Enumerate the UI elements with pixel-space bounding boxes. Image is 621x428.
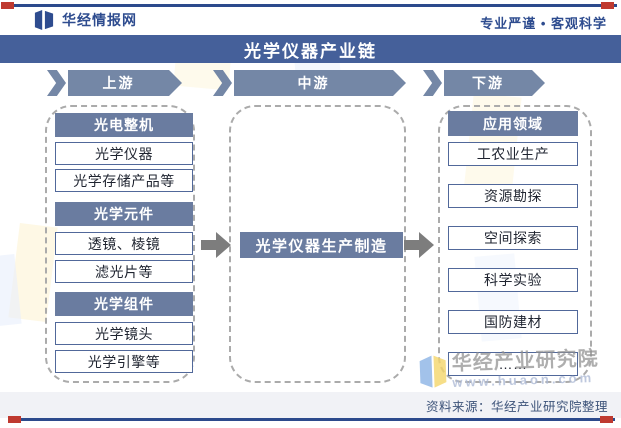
list-item: 国防建材 <box>448 310 578 334</box>
flow-arrow-icon <box>404 232 434 258</box>
flow-arrow-icon <box>201 232 231 258</box>
upstream-list: 光电整机 光学仪器 光学存储产品等 光学元件 透镜、棱镜 滤光片等 光学组件 光… <box>55 113 193 373</box>
bottom-border-line <box>8 418 615 421</box>
stage-banner-downstream: 下游 <box>423 70 545 96</box>
list-item: 光学镜头 <box>55 322 193 345</box>
downstream-list: 应用领域 工农业生产 资源勘探 空间探索 科学实验 国防建材 …… <box>448 111 578 376</box>
list-item: 滤光片等 <box>55 260 193 283</box>
brand-logo-icon <box>34 10 54 30</box>
group-header: 应用领域 <box>448 111 578 136</box>
list-item: 科学实验 <box>448 268 578 292</box>
top-border-line <box>2 4 617 7</box>
list-item: …… <box>448 352 578 376</box>
list-item: 空间探索 <box>448 226 578 250</box>
chevron-right-icon <box>423 70 442 96</box>
stage-banner-upstream: 上游 <box>47 70 182 96</box>
group-header: 光学元件 <box>55 202 193 226</box>
list-item: 光学引擎等 <box>55 350 193 373</box>
chevron-right-icon <box>47 70 66 96</box>
list-item: 光学仪器 <box>55 142 193 165</box>
corner-accent <box>601 2 614 9</box>
chevron-right-icon <box>213 70 232 96</box>
group-header: 光学组件 <box>55 292 193 316</box>
background-watermark-shape <box>0 254 22 326</box>
group-header: 光电整机 <box>55 113 193 137</box>
stage-banner-midstream: 中游 <box>213 70 406 96</box>
corner-accent <box>8 416 21 423</box>
brand-slogan: 专业严谨 • 客观科学 <box>480 16 607 31</box>
list-item: 工农业生产 <box>448 142 578 166</box>
page-title: 光学仪器产业链 <box>0 35 621 63</box>
brand: 华经情报网 <box>33 10 137 30</box>
list-item: 资源勘探 <box>448 184 578 208</box>
stage-label: 下游 <box>444 70 545 96</box>
corner-accent <box>1 2 14 9</box>
stage-label: 中游 <box>234 70 406 96</box>
list-item: 透镜、棱镜 <box>55 232 193 255</box>
corner-accent <box>600 416 613 423</box>
stage-label: 上游 <box>68 70 182 96</box>
data-source-note: 资料来源：华经产业研究院整理 <box>425 400 608 414</box>
footer-band <box>0 392 621 418</box>
brand-name: 华经情报网 <box>62 12 137 28</box>
midstream-product-box: 光学仪器生产制造 <box>240 232 403 258</box>
list-item: 光学存储产品等 <box>55 169 193 192</box>
